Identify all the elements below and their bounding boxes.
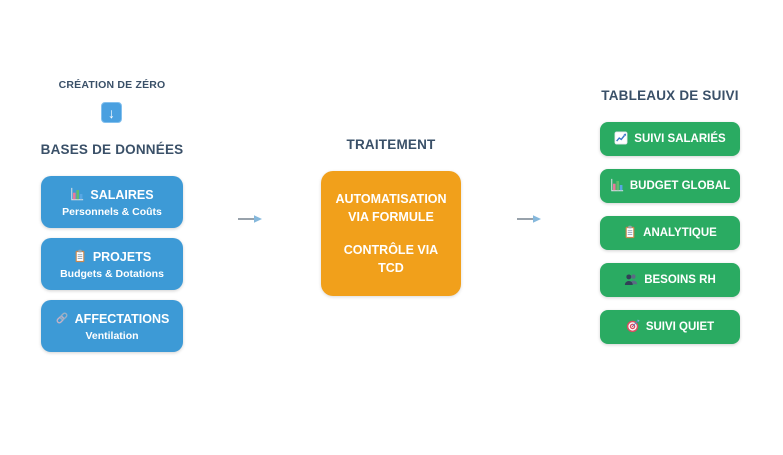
- clipboard-icon: [73, 249, 87, 266]
- button-label: SUIVI SALARIÉS: [634, 133, 726, 145]
- card-projets[interactable]: PROJETS Budgets & Dotations: [41, 238, 183, 290]
- process-box[interactable]: AUTOMATISATION VIA FORMULE CONTRÔLE VIA …: [321, 171, 461, 296]
- clipboard-icon: [623, 225, 637, 242]
- card-title: SALAIRES: [90, 188, 154, 202]
- flow-arrow-left-icon: [238, 215, 262, 223]
- card-subtitle: Personnels & Coûts: [62, 205, 162, 218]
- people-icon: [624, 272, 638, 289]
- card-subtitle: Budgets & Dotations: [60, 267, 164, 280]
- bar-chart-icon: [610, 178, 624, 195]
- button-analytique[interactable]: ANALYTIQUE: [600, 216, 740, 250]
- target-icon: [626, 319, 640, 336]
- process-line: AUTOMATISATION VIA FORMULE: [335, 191, 447, 224]
- flow-arrow-right-icon: [517, 215, 541, 223]
- bases-de-donnees-heading: BASES DE DONNÉES: [40, 142, 184, 157]
- traitement-heading: TRAITEMENT: [346, 137, 436, 152]
- button-label: BUDGET GLOBAL: [629, 180, 731, 192]
- process-line: CONTRÔLE VIA TCD: [343, 243, 439, 276]
- line-chart-icon: [614, 131, 628, 148]
- card-affectations[interactable]: AFFECTATIONS Ventilation: [41, 300, 183, 352]
- bar-chart-icon: [70, 187, 84, 204]
- button-besoins-rh[interactable]: BESOINS RH: [600, 263, 740, 297]
- button-budget-global[interactable]: BUDGET GLOBAL: [600, 169, 740, 203]
- down-arrow-icon: ↓: [101, 102, 122, 123]
- card-title: PROJETS: [92, 250, 152, 264]
- card-title: AFFECTATIONS: [74, 312, 170, 326]
- creation-de-zero-label: CRÉATION DE ZÉRO: [58, 79, 166, 91]
- tableaux-de-suivi-heading: TABLEAUX DE SUIVI: [601, 88, 739, 103]
- button-label: ANALYTIQUE: [643, 227, 717, 239]
- button-suivi-salaries[interactable]: SUIVI SALARIÉS: [600, 122, 740, 156]
- button-suivi-quiet[interactable]: SUIVI QUIET: [600, 310, 740, 344]
- button-label: SUIVI QUIET: [645, 321, 715, 333]
- card-subtitle: Ventilation: [85, 329, 139, 342]
- link-icon: [55, 311, 69, 328]
- card-salaires[interactable]: SALAIRES Personnels & Coûts: [41, 176, 183, 228]
- button-label: BESOINS RH: [644, 274, 716, 286]
